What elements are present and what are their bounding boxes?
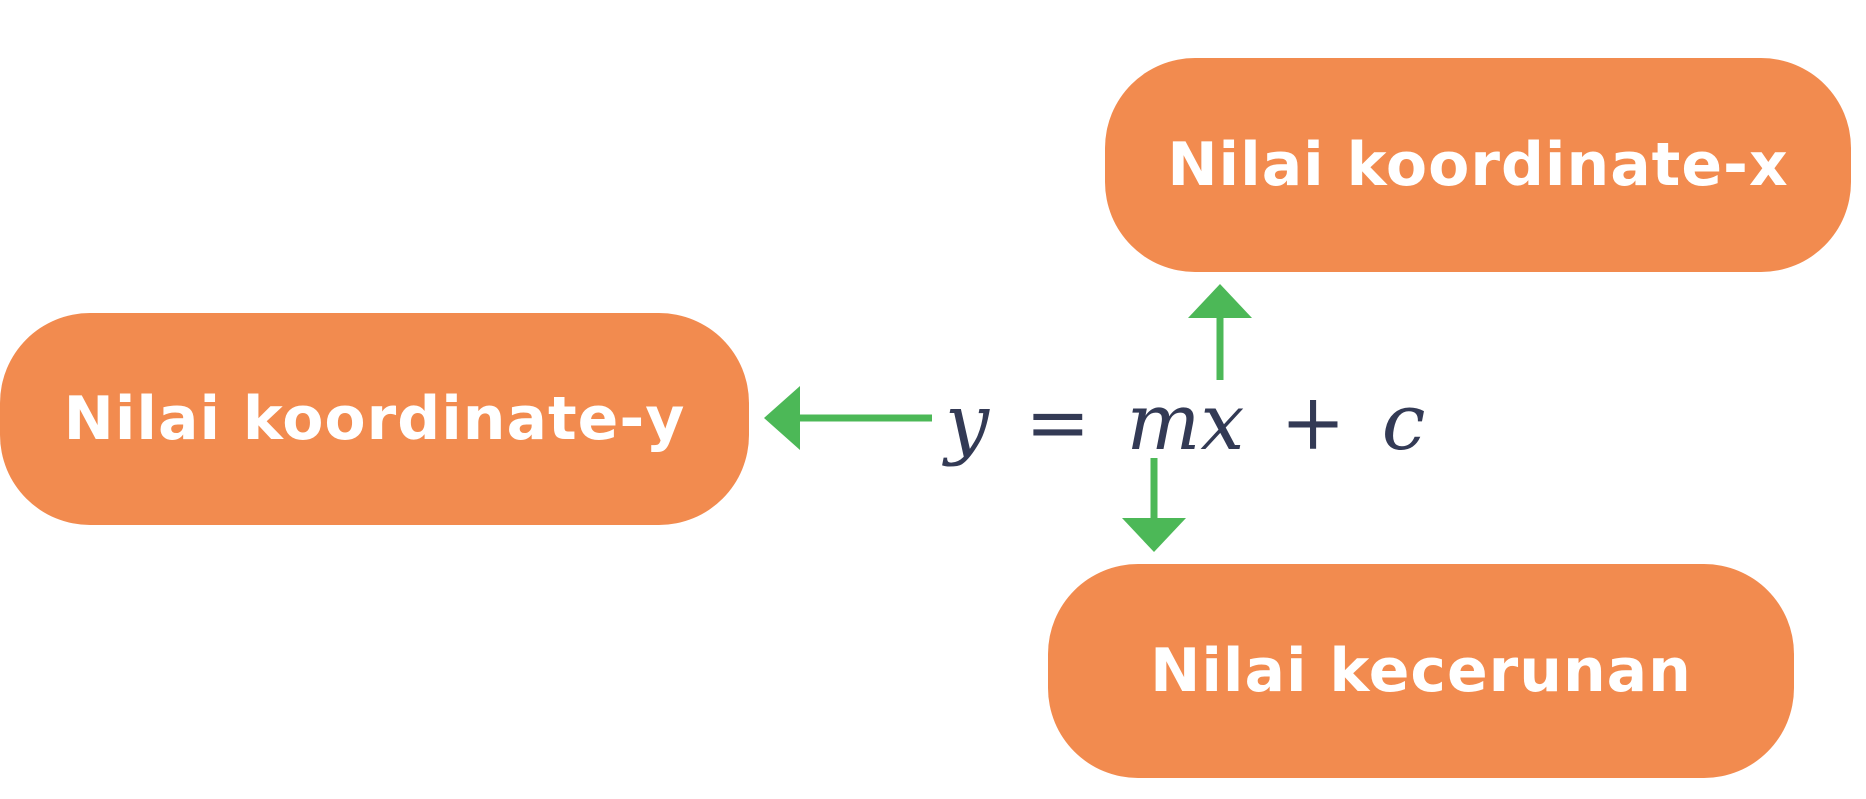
y-coordinate-label: Nilai koordinate-y <box>63 384 686 454</box>
arrow-up-icon <box>1188 284 1252 380</box>
y-coordinate-box: Nilai koordinate-y <box>0 313 749 525</box>
equation-c: c <box>1381 378 1426 468</box>
linear-equation: y = m x + c <box>945 378 1425 468</box>
gradient-box: Nilai kecerunan <box>1048 564 1794 778</box>
x-coordinate-box: Nilai koordinate-x <box>1105 58 1851 272</box>
equation-m: m <box>1126 378 1201 468</box>
x-coordinate-label: Nilai koordinate-x <box>1167 130 1789 200</box>
gradient-label: Nilai kecerunan <box>1150 636 1692 706</box>
arrow-down-icon <box>1122 458 1186 552</box>
arrow-left-icon <box>764 386 932 450</box>
equation-plus: + <box>1280 378 1346 468</box>
equation-equals: = <box>1025 378 1091 468</box>
equation-x: x <box>1200 378 1245 468</box>
equation-y: y <box>945 378 990 468</box>
